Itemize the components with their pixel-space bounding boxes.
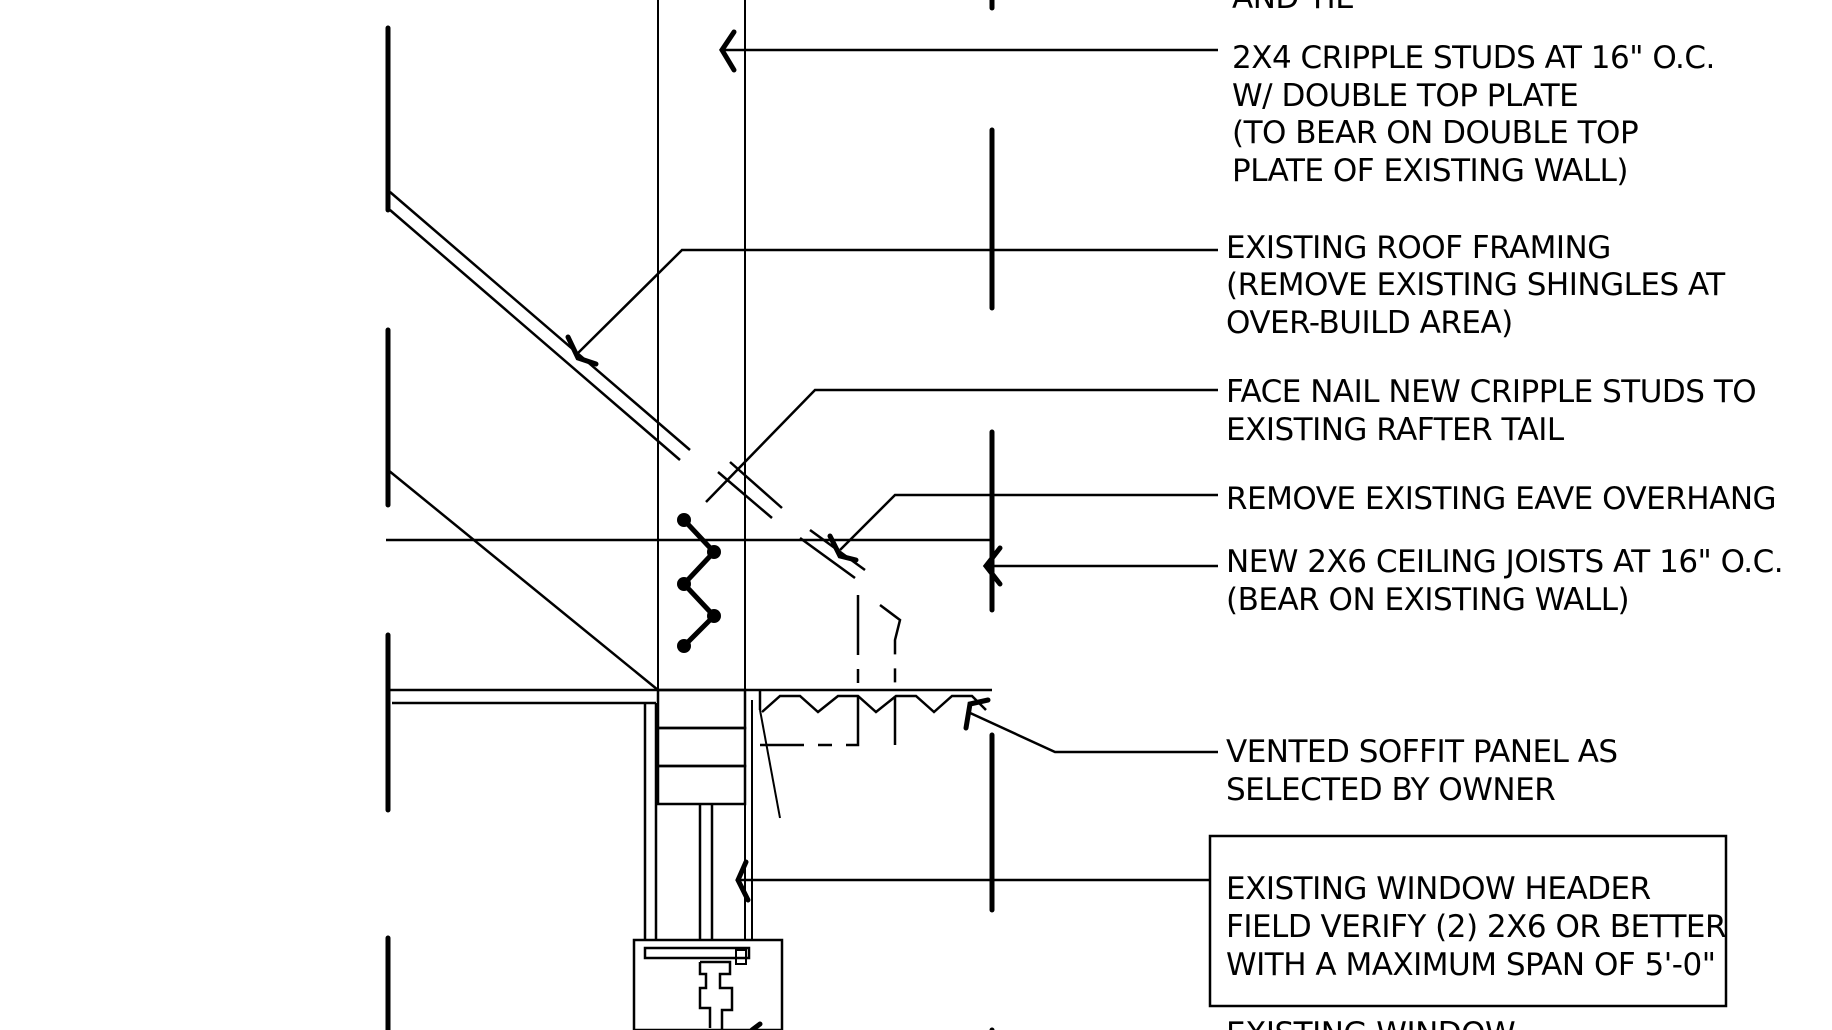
note-cripple-studs-line-1: 2X4 CRIPPLE STUDS AT 16" O.C. — [1232, 40, 1715, 76]
window-header-note-box — [1208, 834, 1728, 1008]
existing-window-frame — [632, 938, 784, 1030]
note-cripple-studs-line-4: PLATE OF EXISTING WALL) — [1232, 153, 1628, 189]
note-eave-line-1: REMOVE EXISTING EAVE OVERHANG — [1226, 481, 1776, 517]
note-ceiling-joists-line-2: (BEAR ON EXISTING WALL) — [1226, 582, 1629, 618]
leader-lines — [565, 29, 1218, 1030]
note-roof-framing-line-3: OVER-BUILD AREA) — [1226, 305, 1513, 341]
note-cripple-studs-line-2: W/ DOUBLE TOP PLATE — [1232, 78, 1578, 114]
removed-eave-overhang — [760, 595, 902, 747]
existing-roof-rafter — [387, 191, 866, 691]
note-window-header-line-3: WITH A MAXIMUM SPAN OF 5'-0" — [1226, 947, 1715, 983]
note-window-header-line-1: EXISTING WINDOW HEADER — [1226, 871, 1651, 907]
cripple-stud-lines — [657, 0, 746, 940]
note-roof-framing-line-2: (REMOVE EXISTING SHINGLES AT — [1226, 267, 1726, 303]
note-soffit-line-1: VENTED SOFFIT PANEL AS — [1226, 734, 1618, 770]
note-face-nail-line-2: EXISTING RAFTER TAIL — [1226, 412, 1565, 448]
note-window-header-line-2: FIELD VERIFY (2) 2X6 OR BETTER — [1226, 909, 1726, 945]
note-bottom-partial: EXISTING WINDOW — [1226, 1016, 1515, 1030]
note-roof-framing-line-1: EXISTING ROOF FRAMING — [1226, 230, 1611, 266]
soffit-and-plate — [386, 688, 992, 940]
note-top-partial: AND TIE — [1232, 0, 1354, 16]
note-face-nail-line-1: FACE NAIL NEW CRIPPLE STUDS TO — [1226, 374, 1756, 410]
face-nail-pattern — [677, 513, 721, 653]
note-cripple-studs-line-3: (TO BEAR ON DOUBLE TOP — [1232, 115, 1638, 151]
note-soffit-line-2: SELECTED BY OWNER — [1226, 772, 1555, 808]
note-ceiling-joists-line-1: NEW 2X6 CEILING JOISTS AT 16" O.C. — [1226, 544, 1783, 580]
callout-notes: AND TIE 2X4 CRIPPLE STUDS AT 16" O.C. W/… — [1226, 0, 1784, 1030]
